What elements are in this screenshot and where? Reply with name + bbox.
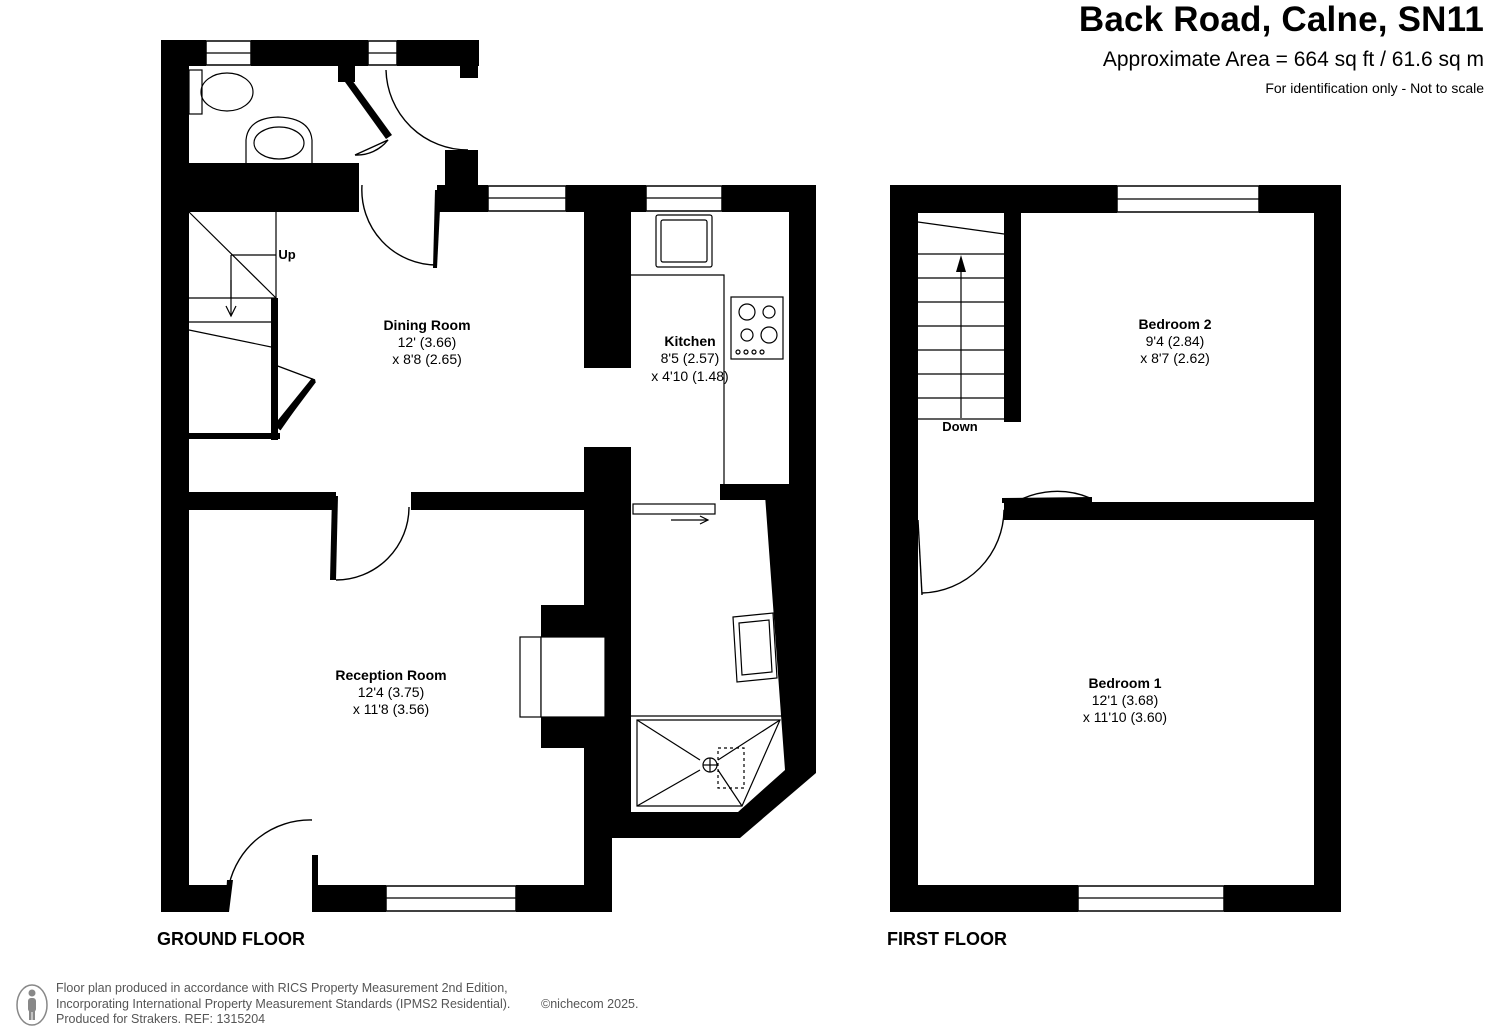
stairs-up-label: Up (278, 247, 295, 262)
kitchen-dim2: x 4'10 (1.48) (651, 368, 728, 384)
disclaimer-note: For identification only - Not to scale (1265, 80, 1484, 96)
fireplace (519, 636, 606, 718)
bedroom-1-dim2: x 11'10 (3.60) (1083, 709, 1167, 725)
ground-floor-label: GROUND FLOOR (157, 929, 305, 949)
window-lines (206, 52, 1259, 899)
footer-line-3: Produced for Strakers. REF: 1315204 (56, 1012, 266, 1026)
dining-room-dim1: 12' (3.66) (398, 334, 457, 350)
bedroom-1-dim1: 12'1 (3.68) (1092, 692, 1159, 708)
page-title: Back Road, Calne, SN11 (1078, 0, 1484, 39)
bedroom-1-name: Bedroom 1 (1088, 675, 1161, 691)
footer-line-1: Floor plan produced in accordance with R… (56, 981, 508, 995)
ground-stairs (188, 211, 277, 349)
toilet-icon (188, 69, 254, 115)
first-floor-label: FIRST FLOOR (887, 929, 1007, 949)
kitchen-name: Kitchen (664, 333, 715, 349)
windows (205, 40, 1260, 912)
approximate-area: Approximate Area = 664 sq ft / 61.6 sq m (1102, 48, 1484, 71)
reception-room-dim2: x 11'8 (3.56) (353, 701, 429, 717)
basin-icon (245, 116, 313, 163)
bedroom-2-name: Bedroom 2 (1138, 316, 1211, 332)
bathroom-fixtures (631, 503, 784, 717)
stair-up-arrow-icon (956, 255, 966, 272)
first-stairs (917, 221, 1005, 420)
first-floor-walls (890, 185, 1341, 912)
kitchen-dim1: 8'5 (2.57) (661, 350, 720, 366)
person-icon (16, 984, 48, 1026)
hob-icon (730, 296, 784, 360)
ground-floor-walls (161, 40, 816, 912)
shower-tray-icon (636, 719, 781, 807)
bedroom-2-dim2: x 8'7 (2.62) (1140, 350, 1210, 366)
dining-room-dim2: x 8'8 (2.65) (392, 351, 462, 367)
kitchen-worktop (631, 214, 725, 484)
door-leaves (225, 80, 1092, 912)
bedroom-2-dim1: 9'4 (2.84) (1146, 333, 1205, 349)
stairs-down-label: Down (942, 419, 977, 434)
footer-notes: Floor plan produced in accordance with R… (56, 981, 510, 1028)
footer-line-2: Incorporating International Property Mea… (56, 996, 511, 1011)
stair-cupboard-walls (186, 298, 280, 440)
reception-room-dim1: 12'4 (3.75) (358, 684, 425, 700)
door-swings (228, 69, 1091, 886)
dining-room-name: Dining Room (383, 317, 470, 333)
copyright: ©nichecom 2025. (541, 997, 639, 1011)
reception-room-name: Reception Room (335, 667, 446, 683)
